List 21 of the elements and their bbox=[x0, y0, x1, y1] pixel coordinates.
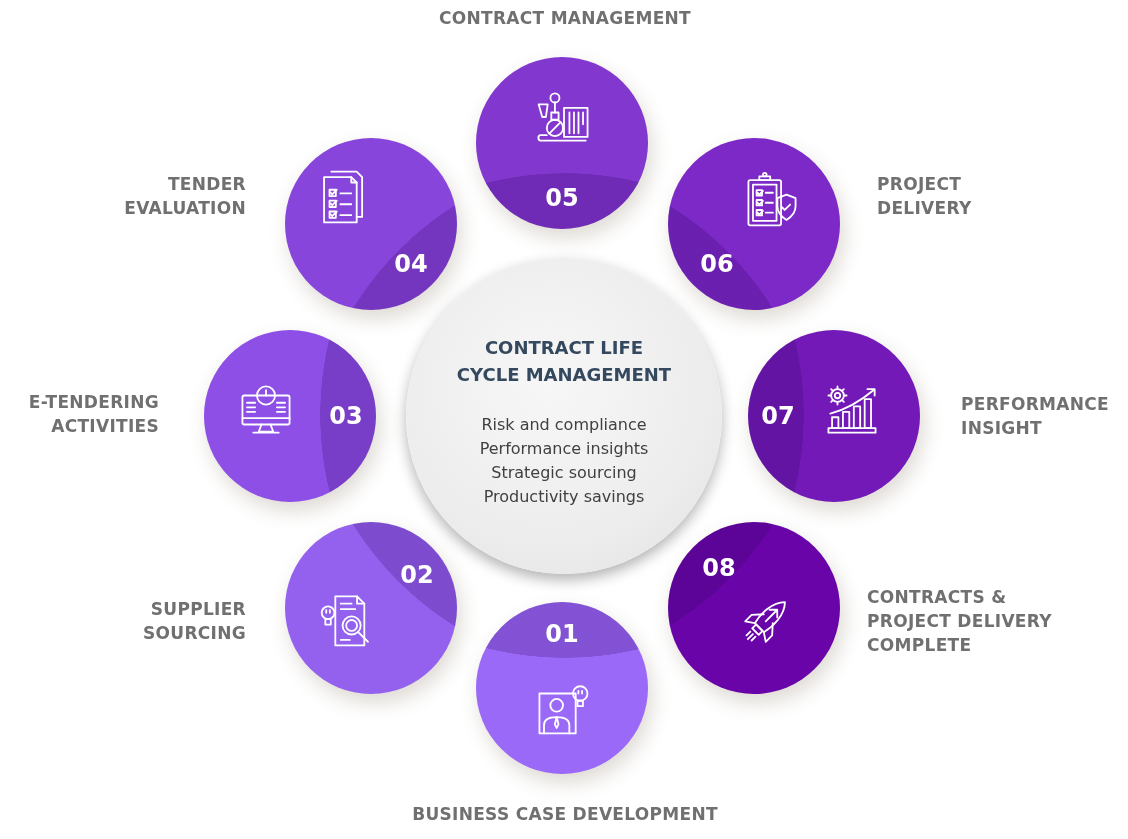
step-label: SUPPLIER SOURCING bbox=[142, 598, 246, 645]
step-label: PROJECT DELIVERY bbox=[877, 173, 973, 220]
step-label: PERFORMANCE INSIGHT bbox=[961, 393, 1110, 440]
focus-item-text: Performance insights bbox=[478, 438, 650, 460]
step-number: 07 bbox=[761, 402, 795, 430]
focus-item-text: Risk and compliance bbox=[480, 414, 648, 436]
step-number: 01 bbox=[545, 620, 579, 648]
step-number: 05 bbox=[545, 184, 579, 212]
focus-item-text: Productivity savings bbox=[482, 486, 646, 508]
focus-item-text: Strategic sourcing bbox=[490, 462, 638, 484]
step-number: 02 bbox=[400, 561, 434, 589]
step-label: E-TENDERING ACTIVITIES bbox=[27, 391, 159, 438]
step-number: 06 bbox=[700, 250, 734, 278]
step-label: BUSINESS CASE DEVELOPMENT bbox=[411, 803, 719, 826]
step-number: 08 bbox=[702, 554, 736, 582]
center-title: CONTRACT LIFE CYCLE MANAGEMENT bbox=[455, 336, 673, 387]
step-label: TENDER EVALUATION bbox=[123, 173, 246, 220]
step-label: CONTRACTS & PROJECT DELIVERY COMPLETE bbox=[867, 586, 1053, 657]
step-label: CONTRACT MANAGEMENT bbox=[437, 7, 693, 30]
step-number: 04 bbox=[394, 250, 428, 278]
step-number: 03 bbox=[329, 402, 363, 430]
